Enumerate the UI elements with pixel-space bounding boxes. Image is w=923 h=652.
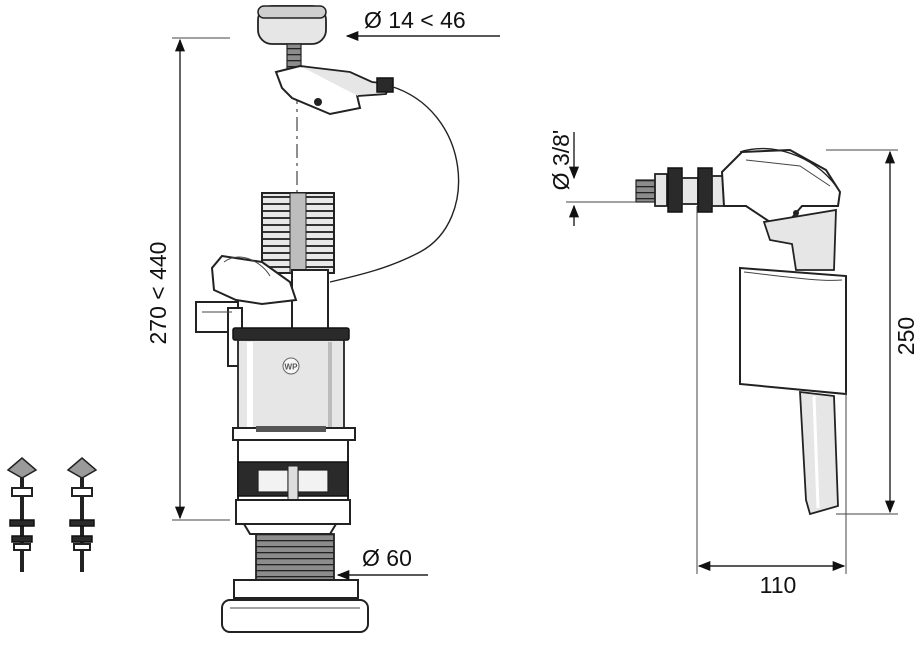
fill-valve-assembly: [635, 147, 847, 516]
logo-mark: WP: [285, 363, 299, 372]
thread-size-label: Ø 3/8': [548, 130, 574, 191]
dimension-base-diameter: Ø 60: [336, 545, 428, 581]
flush-valve-assembly: WP: [195, 5, 460, 633]
inlet-connector: [635, 167, 725, 213]
dimension-button-diameter: Ø 14 < 46: [345, 7, 500, 42]
base-diameter-label: Ø 60: [362, 545, 412, 571]
mounting-bolts: [6, 457, 98, 572]
float-cup: [739, 266, 847, 396]
overflow-tube: [261, 192, 335, 331]
dimension-thread: Ø 3/8': [548, 130, 636, 226]
mounting-bolt-1: [6, 457, 38, 572]
dimension-height: 270 < 440: [145, 37, 230, 521]
push-button: [257, 5, 394, 116]
cable: [329, 85, 460, 283]
mounting-bolt-2: [66, 457, 98, 572]
dimension-valve-height: 250: [826, 149, 919, 515]
valve-body: WP: [221, 327, 369, 633]
height-range-label: 270 < 440: [145, 242, 171, 345]
dimension-valve-width: 110: [696, 206, 847, 598]
valve-height-label: 250: [893, 317, 919, 355]
button-diameter-label: Ø 14 < 46: [364, 7, 466, 33]
valve-tube: [799, 390, 839, 516]
valve-head: [720, 148, 842, 224]
valve-width-label: 110: [760, 572, 797, 598]
